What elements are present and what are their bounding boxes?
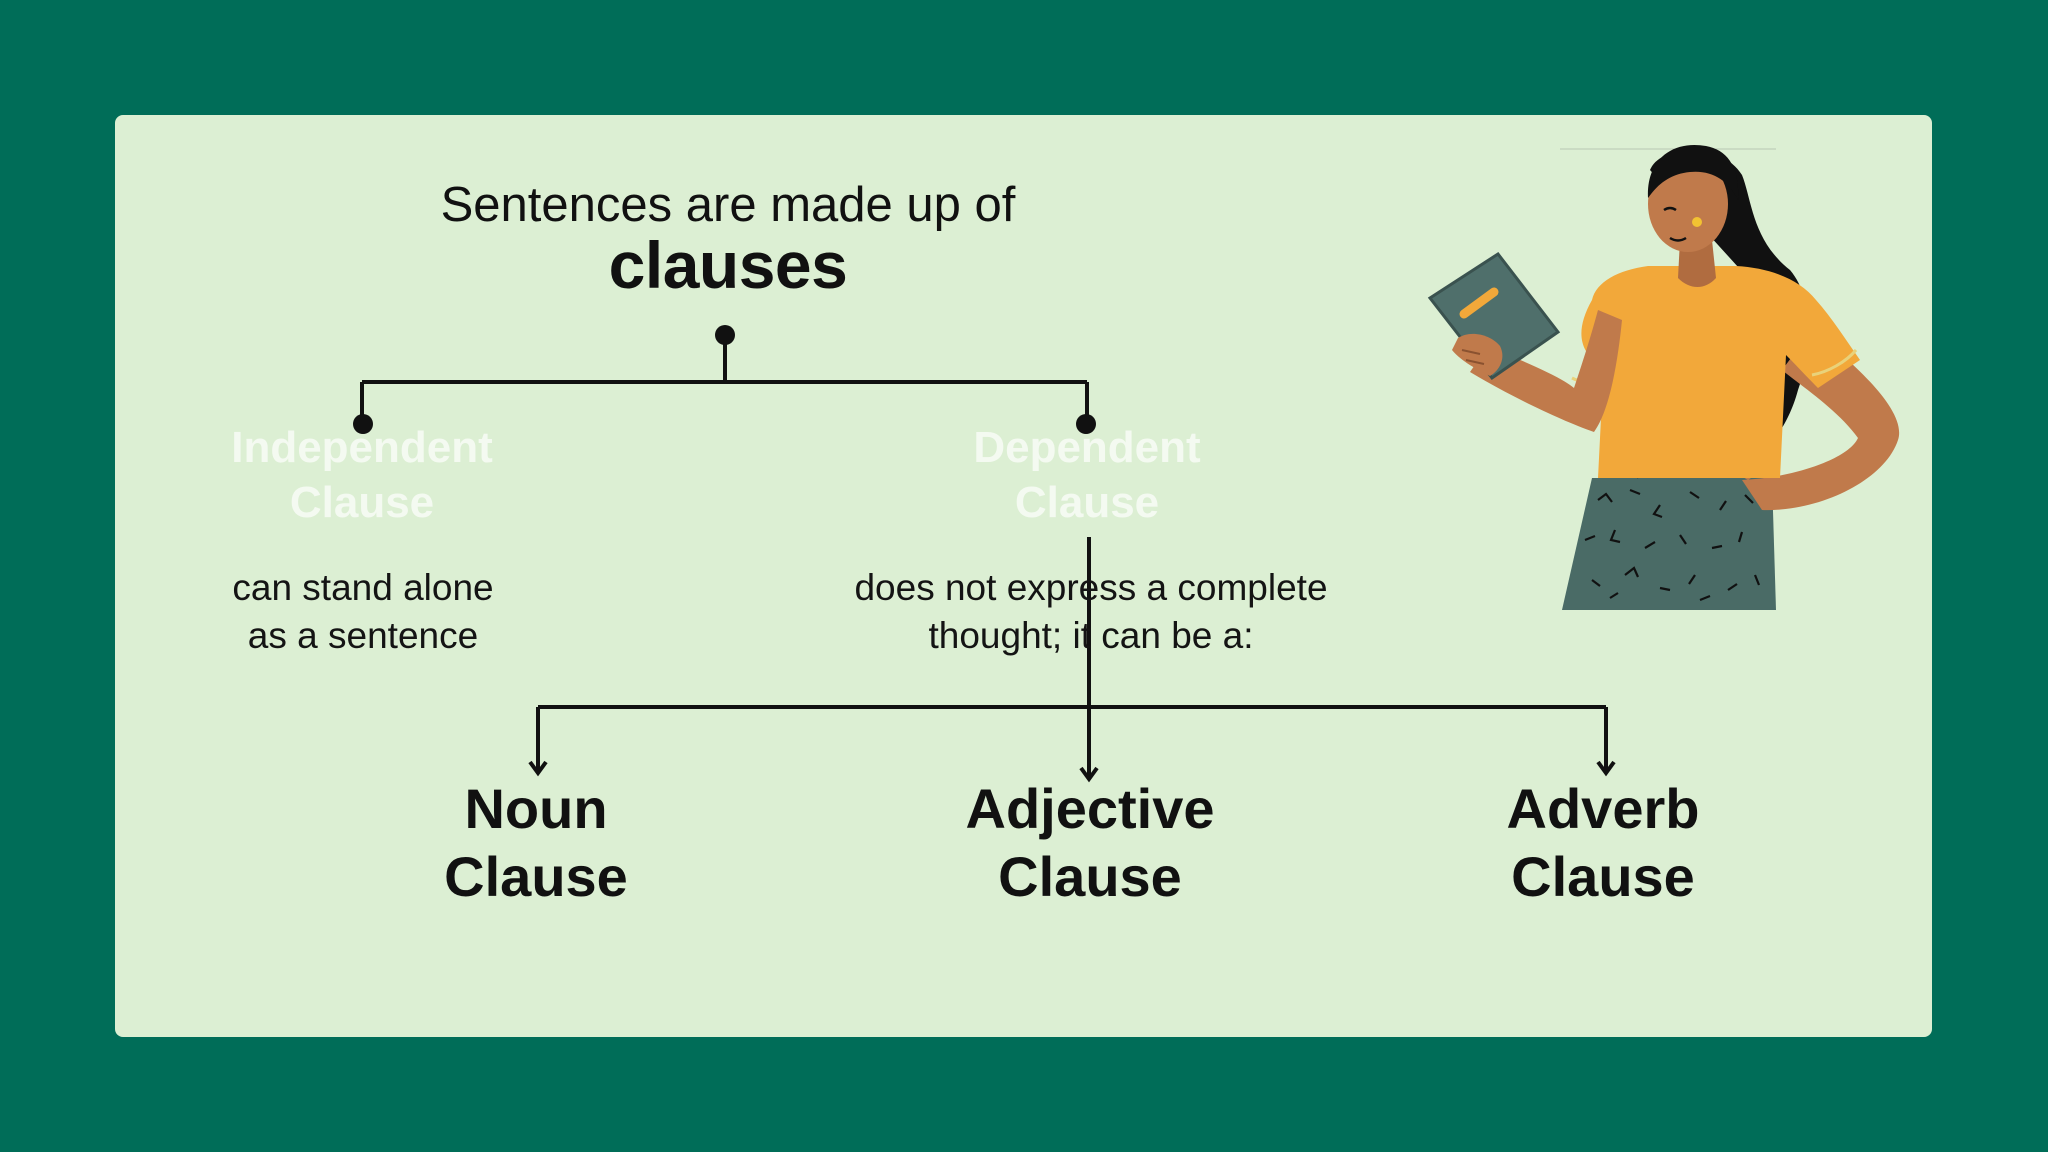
adverb-arrowhead bbox=[1596, 760, 1616, 777]
dependent-clause-description: does not express a complete thought; it … bbox=[854, 564, 1327, 660]
dependent-desc-line1: does not express a complete bbox=[854, 567, 1328, 608]
dependent-label-line2: Clause bbox=[1014, 478, 1160, 527]
noun-clause-line2: Clause bbox=[444, 845, 628, 908]
independent-label-line1: Independent bbox=[231, 423, 493, 472]
noun-clause-line1: Noun bbox=[464, 777, 608, 840]
independent-clause-label: Independent Clause bbox=[231, 420, 493, 530]
adverb-clause-line2: Clause bbox=[1511, 845, 1695, 908]
dependent-clause-label: Dependent Clause bbox=[973, 420, 1200, 530]
adjective-clause-line2: Clause bbox=[998, 845, 1182, 908]
adjective-arrowhead bbox=[1079, 766, 1099, 783]
dependent-desc-line2: thought; it can be a: bbox=[928, 615, 1254, 656]
independent-label-line2: Clause bbox=[289, 478, 435, 527]
adverb-clause-line1: Adverb bbox=[1506, 777, 1700, 840]
intro-text: Sentences are made up of bbox=[440, 178, 1016, 232]
adjective-clause: Adjective Clause bbox=[966, 775, 1215, 911]
dependent-label-line1: Dependent bbox=[973, 423, 1201, 472]
independent-clause-description: can stand alone as a sentence bbox=[232, 564, 493, 660]
noun-clause: Noun Clause bbox=[444, 775, 628, 911]
independent-desc-line1: can stand alone bbox=[232, 567, 494, 608]
adverb-clause: Adverb Clause bbox=[1507, 775, 1700, 911]
page-title: clauses bbox=[608, 228, 848, 302]
noun-arrowhead bbox=[528, 760, 548, 777]
independent-desc-line2: as a sentence bbox=[247, 615, 479, 656]
root-node bbox=[715, 325, 735, 345]
adjective-clause-line1: Adjective bbox=[965, 777, 1215, 840]
independent-node bbox=[353, 414, 373, 434]
dependent-node bbox=[1076, 414, 1096, 434]
